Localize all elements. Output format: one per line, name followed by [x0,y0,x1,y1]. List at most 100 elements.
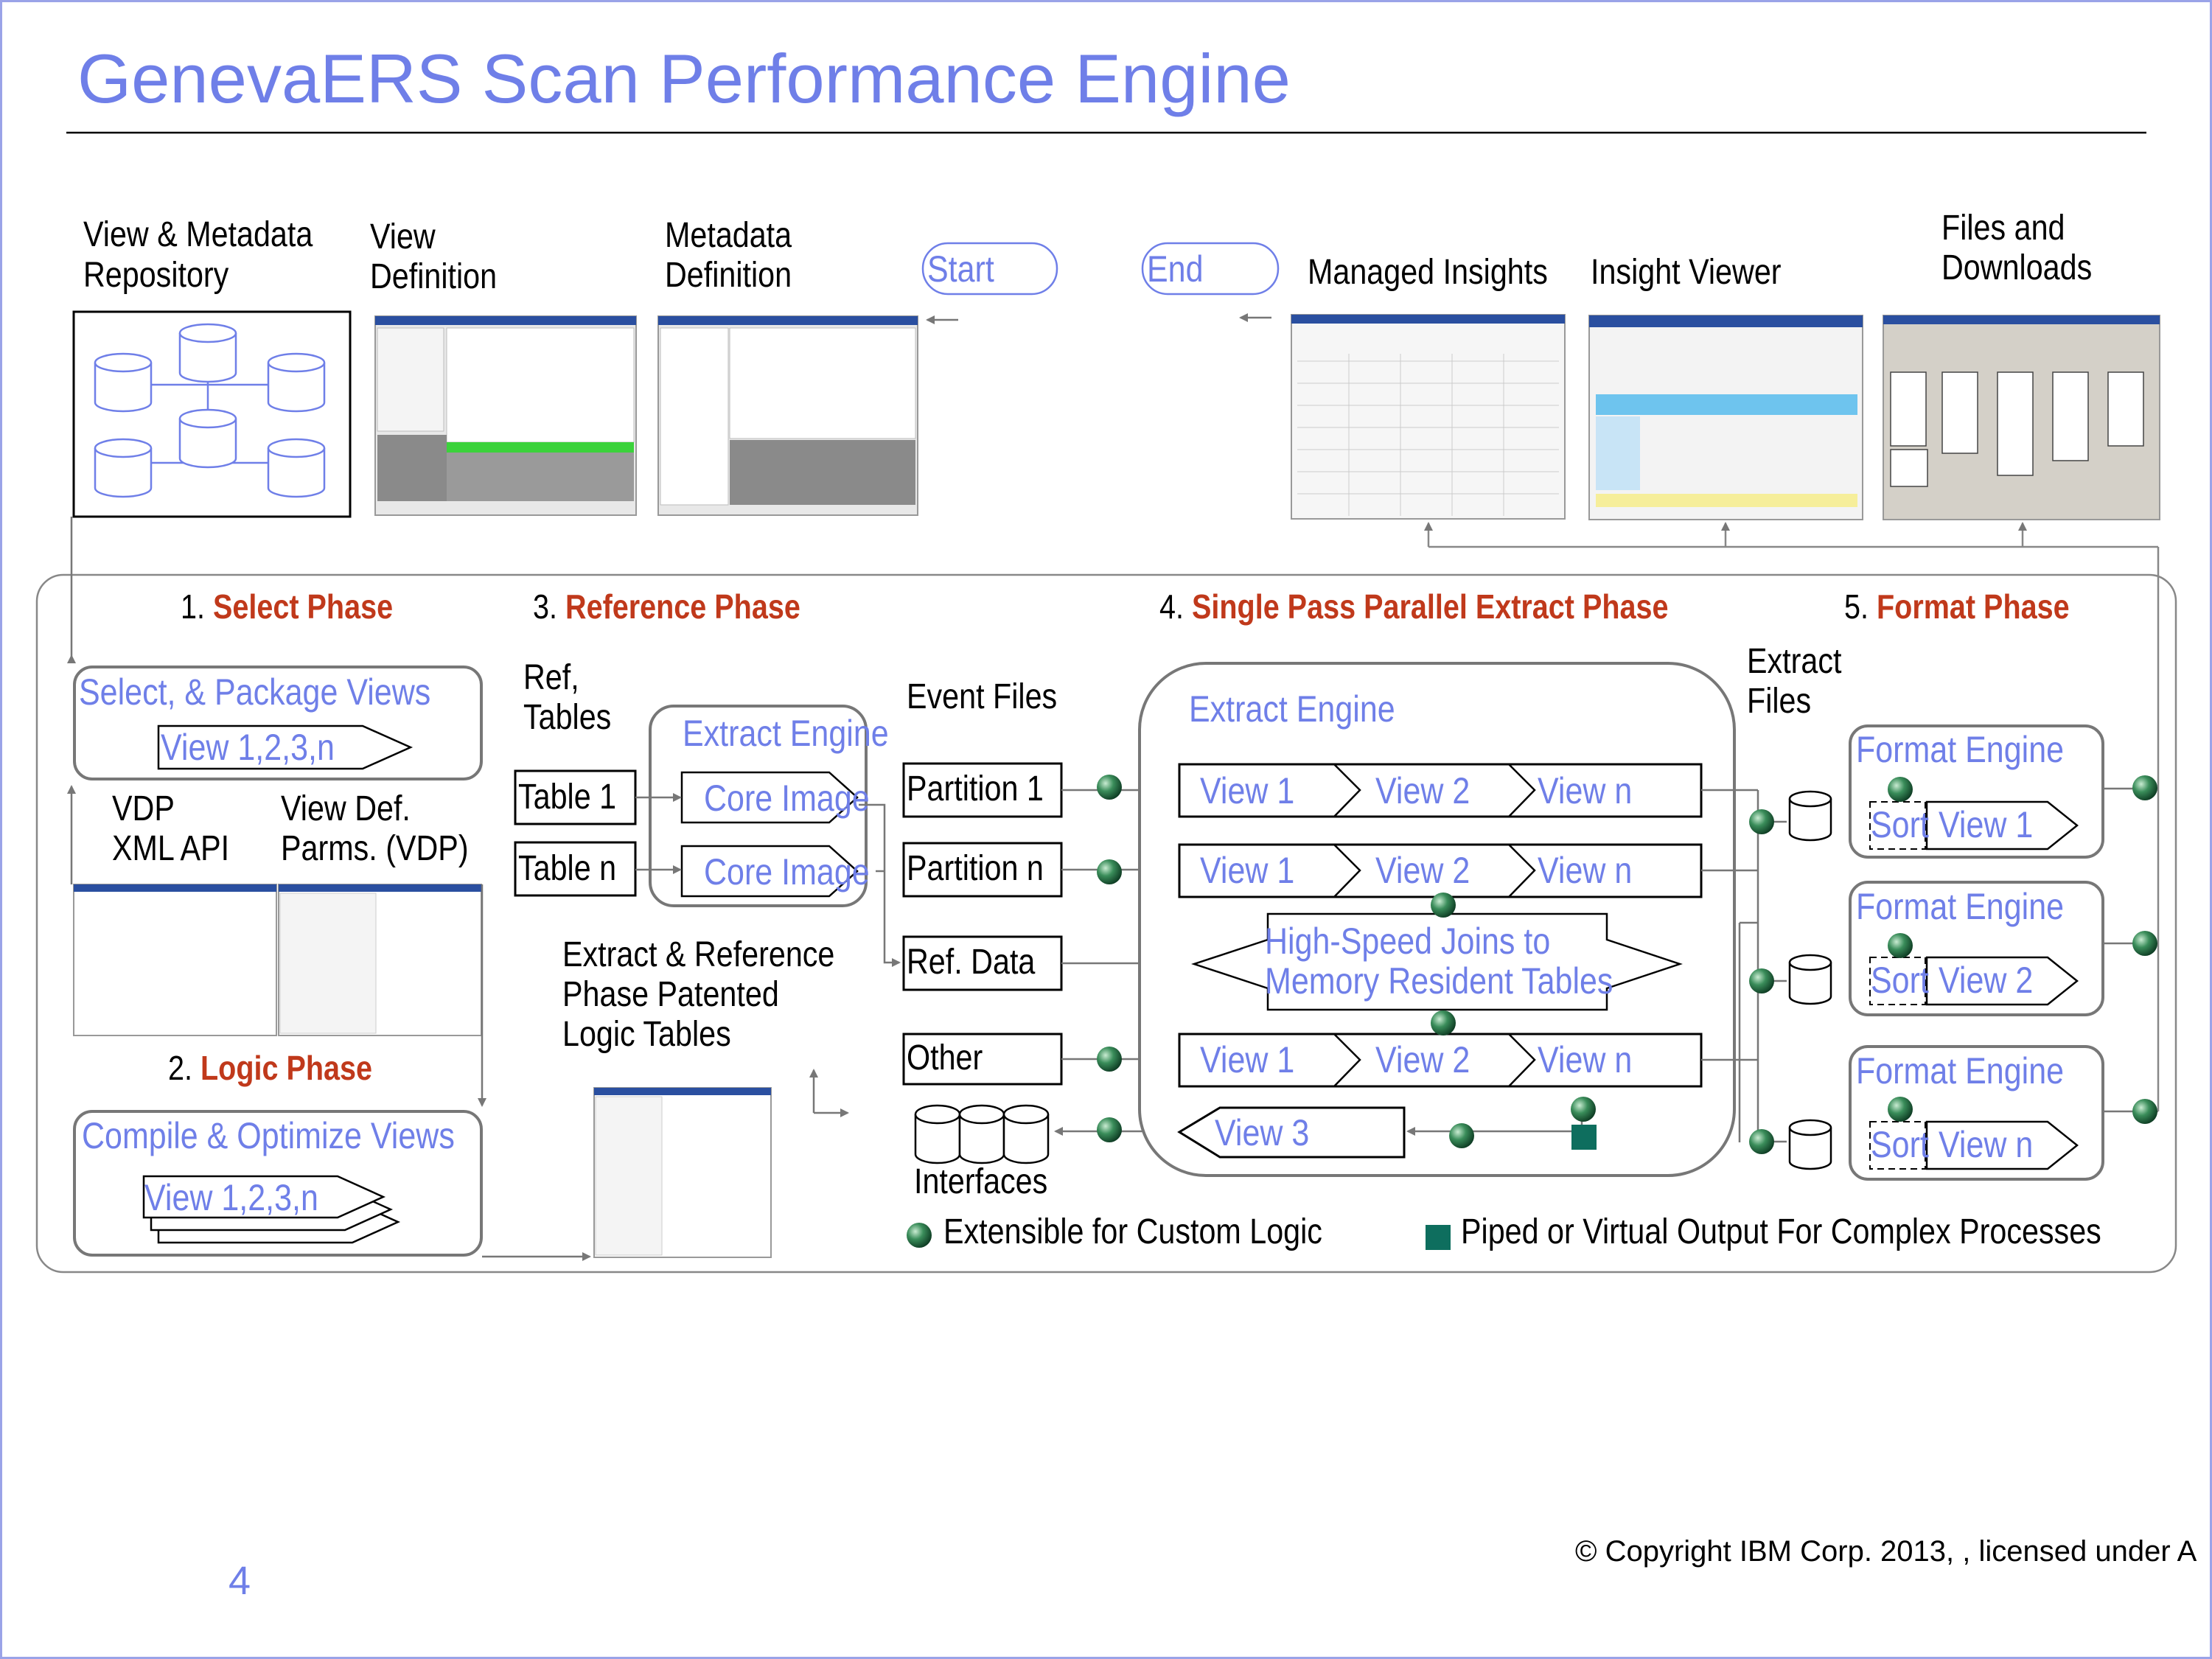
partition1-label: Partition 1 [907,769,1044,808]
logic-views-label: View 1,2,3,n [144,1177,318,1218]
patented-3: Logic Tables [562,1015,731,1054]
format-sort-n: Sort [1871,1124,1929,1165]
joins-label-2: Memory Resident Tables [1265,960,1613,1002]
repository-diagram [72,310,352,518]
viewdef-label-2: Definition [370,257,498,296]
ref-tables-1: Ref, [523,658,579,697]
metadef-label-1: Metadata [665,216,792,255]
end-pill [1141,242,1280,296]
custom-logic-nodes [907,775,2157,1248]
select-views-arrow [157,724,414,770]
row3-view1: View 1 [1200,1039,1295,1080]
format-view-1: View 1 [1939,804,2034,845]
metadef-label-2: Definition [665,256,792,295]
format-engine-1-label: Format Engine [1856,729,2065,770]
extract-row-3 [1178,1033,1703,1088]
core-image-1: Core Image [704,778,870,819]
format-engine-n [1849,1045,2104,1181]
copyright: © Copyright IBM Corp. 2013, , licensed u… [1575,1535,2197,1568]
core-image-2: Core Image [704,851,870,893]
patented-1: Extract & Reference [562,935,835,974]
ref-engine-label: Extract Engine [683,713,889,754]
vdp-label-2: XML API [112,829,230,868]
legend-square [1426,1225,1451,1250]
other-box [902,1033,1063,1086]
page-title: GenevaERS Scan Performance Engine [77,40,1291,117]
view3-label: View 3 [1215,1112,1310,1153]
format-engine-2-label: Format Engine [1856,886,2065,927]
select-box-title: Select, & Package Views [79,671,431,713]
end-label: End [1147,248,1204,290]
format-sort-2: Sort [1871,960,1929,1001]
extract-files-2: Files [1747,682,1812,721]
format-engine-2 [1849,881,2104,1016]
viewdef-label-1: View [370,217,436,256]
table1-label: Table 1 [518,778,617,817]
start-pill [921,242,1058,296]
managed-insights-label: Managed Insights [1308,253,1548,292]
joins-label-1: High-Speed Joins to [1265,921,1551,962]
table1-box [514,769,637,825]
select-views-label: View 1,2,3,n [161,727,335,768]
view3-arrow [1177,1106,1406,1159]
select-phase-header: 1. Select Phase [181,587,394,626]
refdata-label: Ref. Data [907,943,1036,982]
logic-phase-header: 2. Logic Phase [168,1049,373,1087]
files-label-2: Downloads [1941,248,2093,287]
extract-file-cyl-1 [1788,790,1832,842]
other-label: Other [907,1038,983,1078]
vdp-label-1: VDP [112,789,175,828]
insight-viewer-screenshot [1588,315,1863,520]
extract-engine-label: Extract Engine [1189,688,1395,730]
viewdef-parms-2: Parms. (VDP) [281,829,469,868]
page-number: 4 [228,1559,251,1603]
tablen-box [514,841,637,897]
row3-viewn: View n [1538,1039,1633,1080]
partition1-box [902,762,1063,818]
interfaces-label: Interfaces [914,1162,1048,1201]
extract-file-cyl-2 [1788,954,1832,1005]
vdp-xml-screenshot [73,884,277,1036]
row1-viewn: View n [1538,770,1633,811]
row3-view2: View 2 [1375,1039,1470,1080]
managed-insights-screenshot [1291,314,1566,520]
format-view-2: View 2 [1939,960,2034,1001]
files-label-1: Files and [1941,209,2065,248]
partitionn-label: Partition n [907,849,1044,888]
logic-box-title: Compile & Optimize Views [82,1115,455,1156]
format-engine-n-label: Format Engine [1856,1050,2065,1092]
logic-views-stack [142,1175,401,1244]
format-sort-1: Sort [1871,804,1929,845]
extract-files-1: Extract [1747,642,1842,681]
row1-view1: View 1 [1200,770,1295,811]
row2-view2: View 2 [1375,850,1470,891]
row1-view2: View 2 [1375,770,1470,811]
refdata-box [902,935,1063,991]
viewdef-parms-1: View Def. [281,789,411,828]
extract-row-2 [1178,843,1703,898]
format-view-n: View n [1939,1124,2034,1165]
interfaces-cylinders [914,1104,1050,1164]
format-engine-1 [1849,724,2104,859]
event-files-label: Event Files [907,677,1058,716]
ref-tables-2: Tables [523,698,612,737]
files-downloads-screenshot [1883,315,2160,520]
legend-piped: Piped or Virtual Output For Complex Proc… [1461,1212,2101,1251]
row2-viewn: View n [1538,850,1633,891]
insight-viewer-label: Insight Viewer [1591,253,1782,292]
tablen-label: Table n [518,849,617,888]
piped-output-square [1571,1125,1597,1150]
viewdef-parms-screenshot [278,884,482,1036]
reference-phase-header: 3. Reference Phase [533,587,800,626]
format-phase-header: 5. Format Phase [1844,587,2070,626]
legend-extensible: Extensible for Custom Logic [943,1212,1322,1251]
metadata-definition-screenshot [657,315,918,516]
start-label: Start [927,248,994,290]
extract-file-cyl-3 [1788,1119,1832,1170]
repo-label-1: View & Metadata [83,215,313,254]
patented-2: Phase Patented [562,975,779,1014]
main-phase-frame [35,573,2177,1274]
